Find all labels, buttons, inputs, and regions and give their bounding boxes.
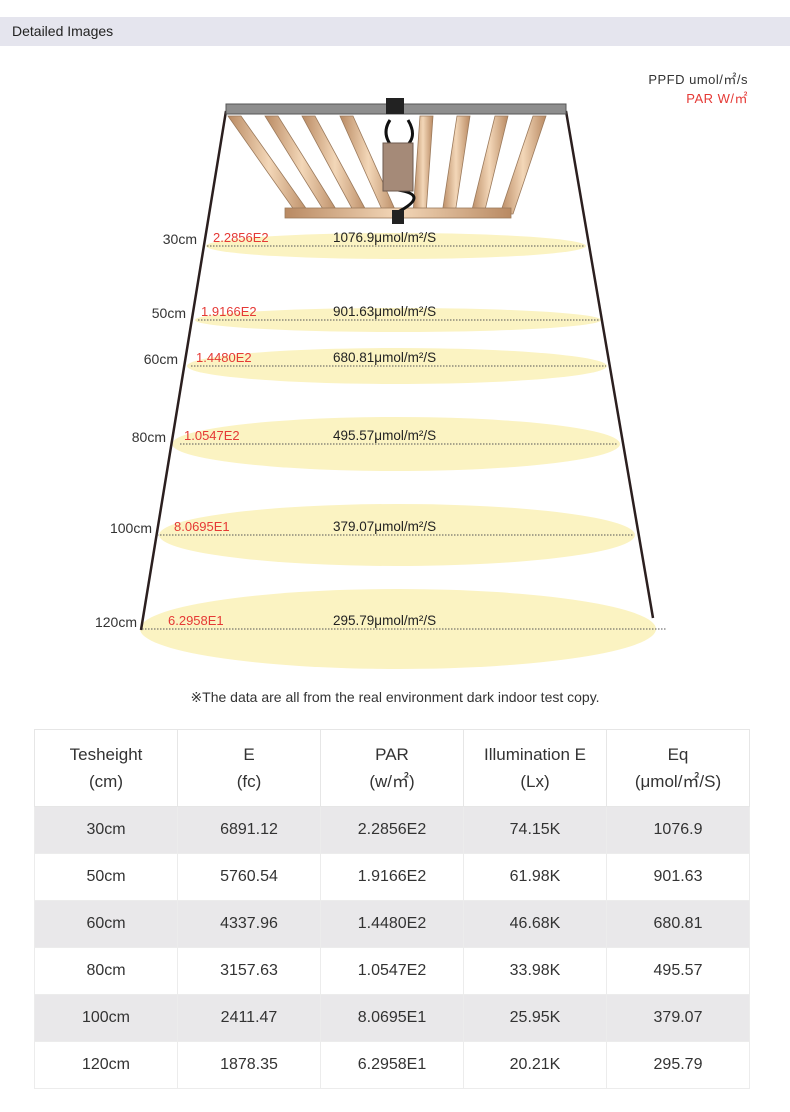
column-header-lux: Illumination E(Lx) xyxy=(463,729,607,807)
led-bar xyxy=(264,115,340,215)
cell-fc: 2411.47 xyxy=(177,994,321,1042)
cell-lux: 46.68K xyxy=(463,900,607,948)
cell-fc: 1878.35 xyxy=(177,1041,321,1089)
cell-fc: 3157.63 xyxy=(177,947,321,995)
cell-eq: 379.07 xyxy=(606,994,750,1042)
height-label: 100cm xyxy=(110,520,152,536)
top-connector xyxy=(386,98,404,114)
light-distribution-diagram: 30cm 2.2856E2 1076.9μmol/m²/S 50cm 1.9166E2 9… xyxy=(95,98,666,669)
cell-lux: 74.15K xyxy=(463,806,607,854)
cell-height: 50cm xyxy=(34,853,178,901)
cell-par: 1.0547E2 xyxy=(320,947,464,995)
cell-par: 6.2958E1 xyxy=(320,1041,464,1089)
par-value-label: 2.2856E2 xyxy=(213,230,269,245)
column-header-par: PAR(w/㎡) xyxy=(320,729,464,807)
grow-light-fixture xyxy=(225,98,567,224)
led-bar xyxy=(470,115,509,215)
ppfd-value-label: 901.63μmol/m²/S xyxy=(333,304,436,319)
cell-fc: 5760.54 xyxy=(177,853,321,901)
left-frame-line xyxy=(139,110,228,631)
ppfd-legend: PPFD umol/㎡/s xyxy=(648,72,748,87)
height-label: 120cm xyxy=(95,614,137,630)
column-header-fc: E(fc) xyxy=(177,729,321,807)
table-row: 100cm 2411.47 8.0695E1 25.95K 379.07 xyxy=(34,994,750,1042)
led-bars xyxy=(227,115,547,215)
cell-eq: 495.57 xyxy=(606,947,750,995)
cell-height: 100cm xyxy=(34,994,178,1042)
table-header-row: Tesheight(cm) E(fc) PAR(w/㎡) Illuminatio… xyxy=(34,729,750,807)
table-row: 120cm 1878.35 6.2958E1 20.21K 295.79 xyxy=(34,1041,750,1089)
height-label: 60cm xyxy=(144,351,178,367)
height-label: 50cm xyxy=(152,305,186,321)
test-note: ※The data are all from the real environm… xyxy=(190,689,600,705)
cell-eq: 680.81 xyxy=(606,900,750,948)
par-value-label: 1.9166E2 xyxy=(201,304,257,319)
cell-height: 120cm xyxy=(34,1041,178,1089)
light-spots xyxy=(140,233,656,669)
ppfd-value-label: 495.57μmol/m²/S xyxy=(333,428,436,443)
ppfd-value-label: 295.79μmol/m²/S xyxy=(333,613,436,628)
column-header-height: Tesheight(cm) xyxy=(34,729,178,807)
light-spot-ellipse xyxy=(187,348,607,384)
par-value-label: 8.0695E1 xyxy=(174,519,230,534)
units-legend: PPFD umol/㎡/s PAR W/㎡ xyxy=(648,70,748,108)
driver-box xyxy=(382,142,414,192)
cell-height: 80cm xyxy=(34,947,178,995)
cell-eq: 295.79 xyxy=(606,1041,750,1089)
cell-height: 30cm xyxy=(34,806,178,854)
led-bar xyxy=(499,115,547,215)
bottom-connector xyxy=(392,210,404,224)
par-value-label: 1.0547E2 xyxy=(184,428,240,443)
cell-lux: 20.21K xyxy=(463,1041,607,1089)
cell-par: 1.4480E2 xyxy=(320,900,464,948)
cell-par: 2.2856E2 xyxy=(320,806,464,854)
ppfd-value-label: 379.07μmol/m²/S xyxy=(333,519,436,534)
table-row: 60cm 4337.96 1.4480E2 46.68K 680.81 xyxy=(34,900,750,948)
cell-par: 8.0695E1 xyxy=(320,994,464,1042)
cell-lux: 33.98K xyxy=(463,947,607,995)
height-label: 80cm xyxy=(132,429,166,445)
led-bar xyxy=(412,115,434,215)
led-bar xyxy=(441,115,471,215)
section-header: Detailed Images xyxy=(0,17,790,46)
table-row: 30cm 6891.12 2.2856E2 74.15K 1076.9 xyxy=(34,806,750,854)
right-frame-line xyxy=(564,110,655,619)
cell-fc: 6891.12 xyxy=(177,806,321,854)
cell-eq: 1076.9 xyxy=(606,806,750,854)
measurement-markers: 30cm 2.2856E2 1076.9μmol/m²/S 50cm 1.9166E2 9… xyxy=(95,230,666,630)
cell-eq: 901.63 xyxy=(606,853,750,901)
ppfd-value-label: 1076.9μmol/m²/S xyxy=(333,230,436,245)
par-legend: PAR W/㎡ xyxy=(686,91,748,106)
column-header-eq: Eq(μmol/㎡/S) xyxy=(606,729,750,807)
cell-height: 60cm xyxy=(34,900,178,948)
measurement-table: Tesheight(cm) E(fc) PAR(w/㎡) Illuminatio… xyxy=(34,729,750,1089)
height-label: 30cm xyxy=(163,231,197,247)
cell-lux: 25.95K xyxy=(463,994,607,1042)
cell-par: 1.9166E2 xyxy=(320,853,464,901)
section-title: Detailed Images xyxy=(12,23,114,39)
table-row: 50cm 5760.54 1.9166E2 61.98K 901.63 xyxy=(34,853,750,901)
par-value-label: 6.2958E1 xyxy=(168,613,224,628)
par-value-label: 1.4480E2 xyxy=(196,350,252,365)
cell-fc: 4337.96 xyxy=(177,900,321,948)
table-row: 80cm 3157.63 1.0547E2 33.98K 495.57 xyxy=(34,947,750,995)
cell-lux: 61.98K xyxy=(463,853,607,901)
ppfd-value-label: 680.81μmol/m²/S xyxy=(333,350,436,365)
light-spot-ellipse xyxy=(195,308,601,332)
